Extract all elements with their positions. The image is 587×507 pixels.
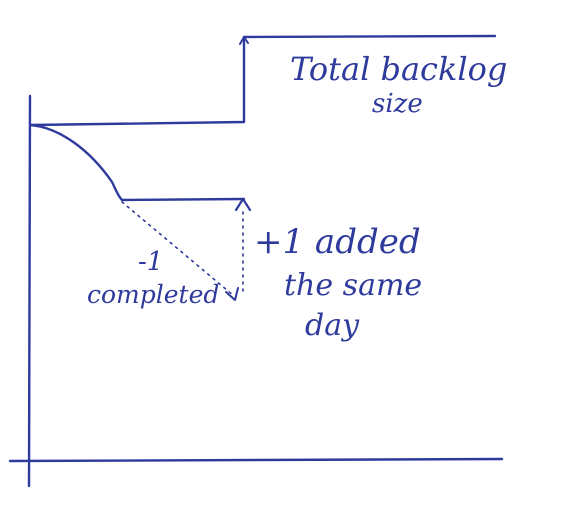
added-line3: day bbox=[305, 308, 360, 343]
down-arrow-icon bbox=[225, 287, 239, 301]
backlog-title-line2: size bbox=[372, 89, 423, 119]
backlog-title-line1: Total backlog bbox=[290, 50, 507, 88]
total-backlog-step-tick bbox=[239, 36, 249, 45]
total-backlog-line bbox=[29, 34, 497, 127]
x-axis bbox=[8, 457, 504, 463]
added-line2: the same bbox=[284, 268, 422, 303]
up-arrow-icon bbox=[234, 197, 252, 212]
completed-word: completed bbox=[87, 280, 219, 309]
remaining-work-curve bbox=[29, 123, 246, 202]
added-line1: +1 added bbox=[254, 222, 421, 262]
y-axis bbox=[27, 94, 32, 488]
completed-count: -1 bbox=[138, 247, 163, 277]
